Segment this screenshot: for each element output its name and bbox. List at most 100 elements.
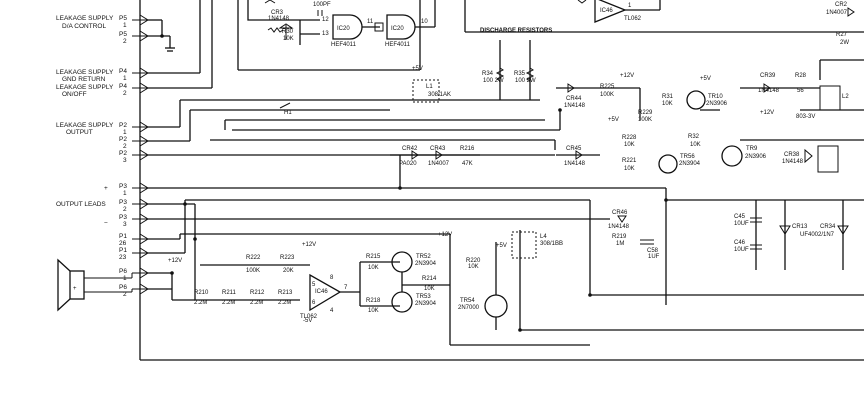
tr53-symbol xyxy=(391,291,413,313)
rail-12v-a: +12V xyxy=(620,73,634,79)
ic20-nand-a xyxy=(332,14,363,40)
tr52-val: 2N3904 xyxy=(415,261,437,267)
cr13-ref: CR13 xyxy=(792,224,808,230)
c46-ref: C46 xyxy=(734,240,746,246)
tr56-val: 2N3904 xyxy=(679,161,701,167)
l4-ref: L4 xyxy=(540,234,547,240)
tr56-ref: TR56 xyxy=(680,154,695,160)
r213-val: 2.2M xyxy=(278,300,291,306)
ic20b-val: HEF4011 xyxy=(385,42,411,48)
r216-val: 47K xyxy=(462,161,473,167)
l4-val: 308/1BB xyxy=(540,241,563,247)
ic20-logic-block: CR3 1N4148 R30 10K 100PF 12 13 IC20 HEF4… xyxy=(247,0,436,48)
r35-ref: R35 xyxy=(514,71,526,77)
ic46-pin5: 5 xyxy=(312,282,316,288)
label-output-leads: OUTPUT LEADS xyxy=(56,201,106,208)
tr10-ref: TR10 xyxy=(708,94,723,100)
r214-ref: R214 xyxy=(422,276,437,282)
label-leak-gnd-2: GND RETURN xyxy=(62,76,106,83)
tr56-symbol xyxy=(658,154,678,174)
cr39-val: 1N4148 xyxy=(758,88,780,94)
r220-ref: R220 xyxy=(466,258,481,264)
r225-val: 100K xyxy=(600,92,614,98)
r212-val: 2.2M xyxy=(250,300,263,306)
r218-ref: R218 xyxy=(366,298,381,304)
label-leak-gnd-1: LEAKAGE SUPPLY xyxy=(56,69,114,76)
r212-ref: R212 xyxy=(250,290,265,296)
relay-l1: +5V L1 308/1AK xyxy=(412,66,451,103)
cr44-ref: CR44 xyxy=(566,96,582,102)
c58-val: 1UF xyxy=(648,254,660,260)
l2-ref: L2 xyxy=(842,94,849,100)
r221-ref: R221 xyxy=(622,158,637,164)
tr53-val: 2N3904 xyxy=(415,301,437,307)
ic46-pin6: 6 xyxy=(312,300,316,306)
label-leak-da-1: LEAKAGE SUPPLY xyxy=(56,15,114,22)
pin-labels: P5 1 P5 2 P4 1 P4 2 P2 1 P2 2 P2 3 P3 1 … xyxy=(119,15,127,298)
r32-val: 10K xyxy=(690,142,701,148)
ic46top-ref: IC46 xyxy=(600,8,613,14)
pin-P4-1-name: P4 xyxy=(119,68,127,75)
ic46-opamp xyxy=(309,273,342,312)
audio-driver-stage: +12V +12V +12V -5V R222 100K R223 20K 5 … xyxy=(168,232,508,330)
label-plus: + xyxy=(104,185,108,192)
r222-ref: R222 xyxy=(246,255,261,261)
r219-ref: R219 xyxy=(612,234,627,240)
r229-val: 100K xyxy=(638,117,652,123)
label-leak-onoff-1: LEAKAGE SUPPLY xyxy=(56,84,114,91)
ic46top-pin1: 1 xyxy=(628,3,632,9)
cr45-ref: CR45 xyxy=(566,146,582,152)
r211-ref: R211 xyxy=(222,290,237,296)
cr34-val: UF4002/1N7 xyxy=(800,232,835,238)
ic20-pin12: 12 xyxy=(322,17,329,23)
cr43-val: 1N4007 xyxy=(428,161,450,167)
r225-ref: R225 xyxy=(600,84,615,90)
pin-P2-2-name: P2 xyxy=(119,136,127,143)
tr54-ref: TR54 xyxy=(460,298,475,304)
ic46-pin4: 4 xyxy=(330,308,334,314)
ic20a-val: HEF4011 xyxy=(331,42,357,48)
r215-val: 10K xyxy=(368,265,379,271)
c45-val: 10UF xyxy=(734,221,749,227)
rail-5v-b: +5V xyxy=(700,76,711,82)
cr3-val: 1N4148 xyxy=(268,16,290,22)
rail-12v-e: +12V xyxy=(438,232,452,238)
c45-ref: C45 xyxy=(734,214,746,220)
pin-P2-3-num: 3 xyxy=(123,157,127,164)
pin-P1-26-num: 26 xyxy=(119,240,127,247)
pin-P4-1-num: 1 xyxy=(123,75,127,82)
cr46-ref: CR46 xyxy=(612,210,628,216)
pin-P4-2-name: P4 xyxy=(119,83,127,90)
ic20-pin10: 10 xyxy=(421,19,428,25)
cr45-val: 1N4148 xyxy=(564,161,586,167)
pin-P6-1-name: P6 xyxy=(119,268,127,275)
rail-12v-d: +12V xyxy=(302,242,316,248)
cr2-val: 1N4007 xyxy=(826,10,848,16)
r31-ref: R31 xyxy=(662,94,674,100)
pin-P3-2-name: P3 xyxy=(119,199,127,206)
r30-ref: R30 xyxy=(282,29,294,35)
pin-P2-2-num: 2 xyxy=(123,143,127,150)
pin-P3-3-name: P3 xyxy=(119,214,127,221)
cr2-ref: CR2 xyxy=(835,2,848,8)
ic20b-ref: IC20 xyxy=(391,26,404,32)
r210-val: 2.2M xyxy=(194,300,207,306)
r221-val: 10K xyxy=(624,166,635,172)
pin-P3-2-num: 2 xyxy=(123,206,127,213)
r216-ref: R216 xyxy=(460,146,475,152)
r34-ref: R34 xyxy=(482,71,494,77)
ic46-ref: IC46 xyxy=(315,289,328,295)
r28-ref: R28 xyxy=(795,73,807,79)
l1-ref: L1 xyxy=(426,84,433,90)
r27-ref: R27 xyxy=(836,32,848,38)
driver-stage-l2: CR39 1N4148 R28 56 L2 803-3V +12V xyxy=(740,73,849,120)
cr44-val: 1N4148 xyxy=(564,103,586,109)
cr38-ref: CR38 xyxy=(784,152,800,158)
r218-val: 10K xyxy=(368,308,379,314)
cr39-ref: CR39 xyxy=(760,73,776,79)
cr42-val: PA020 xyxy=(399,161,417,167)
pin-P1-23-name: P1 xyxy=(119,247,127,254)
tr10-val: 2N3906 xyxy=(706,101,728,107)
r220-val: 10K xyxy=(468,264,479,270)
tr9-symbol xyxy=(721,145,743,167)
